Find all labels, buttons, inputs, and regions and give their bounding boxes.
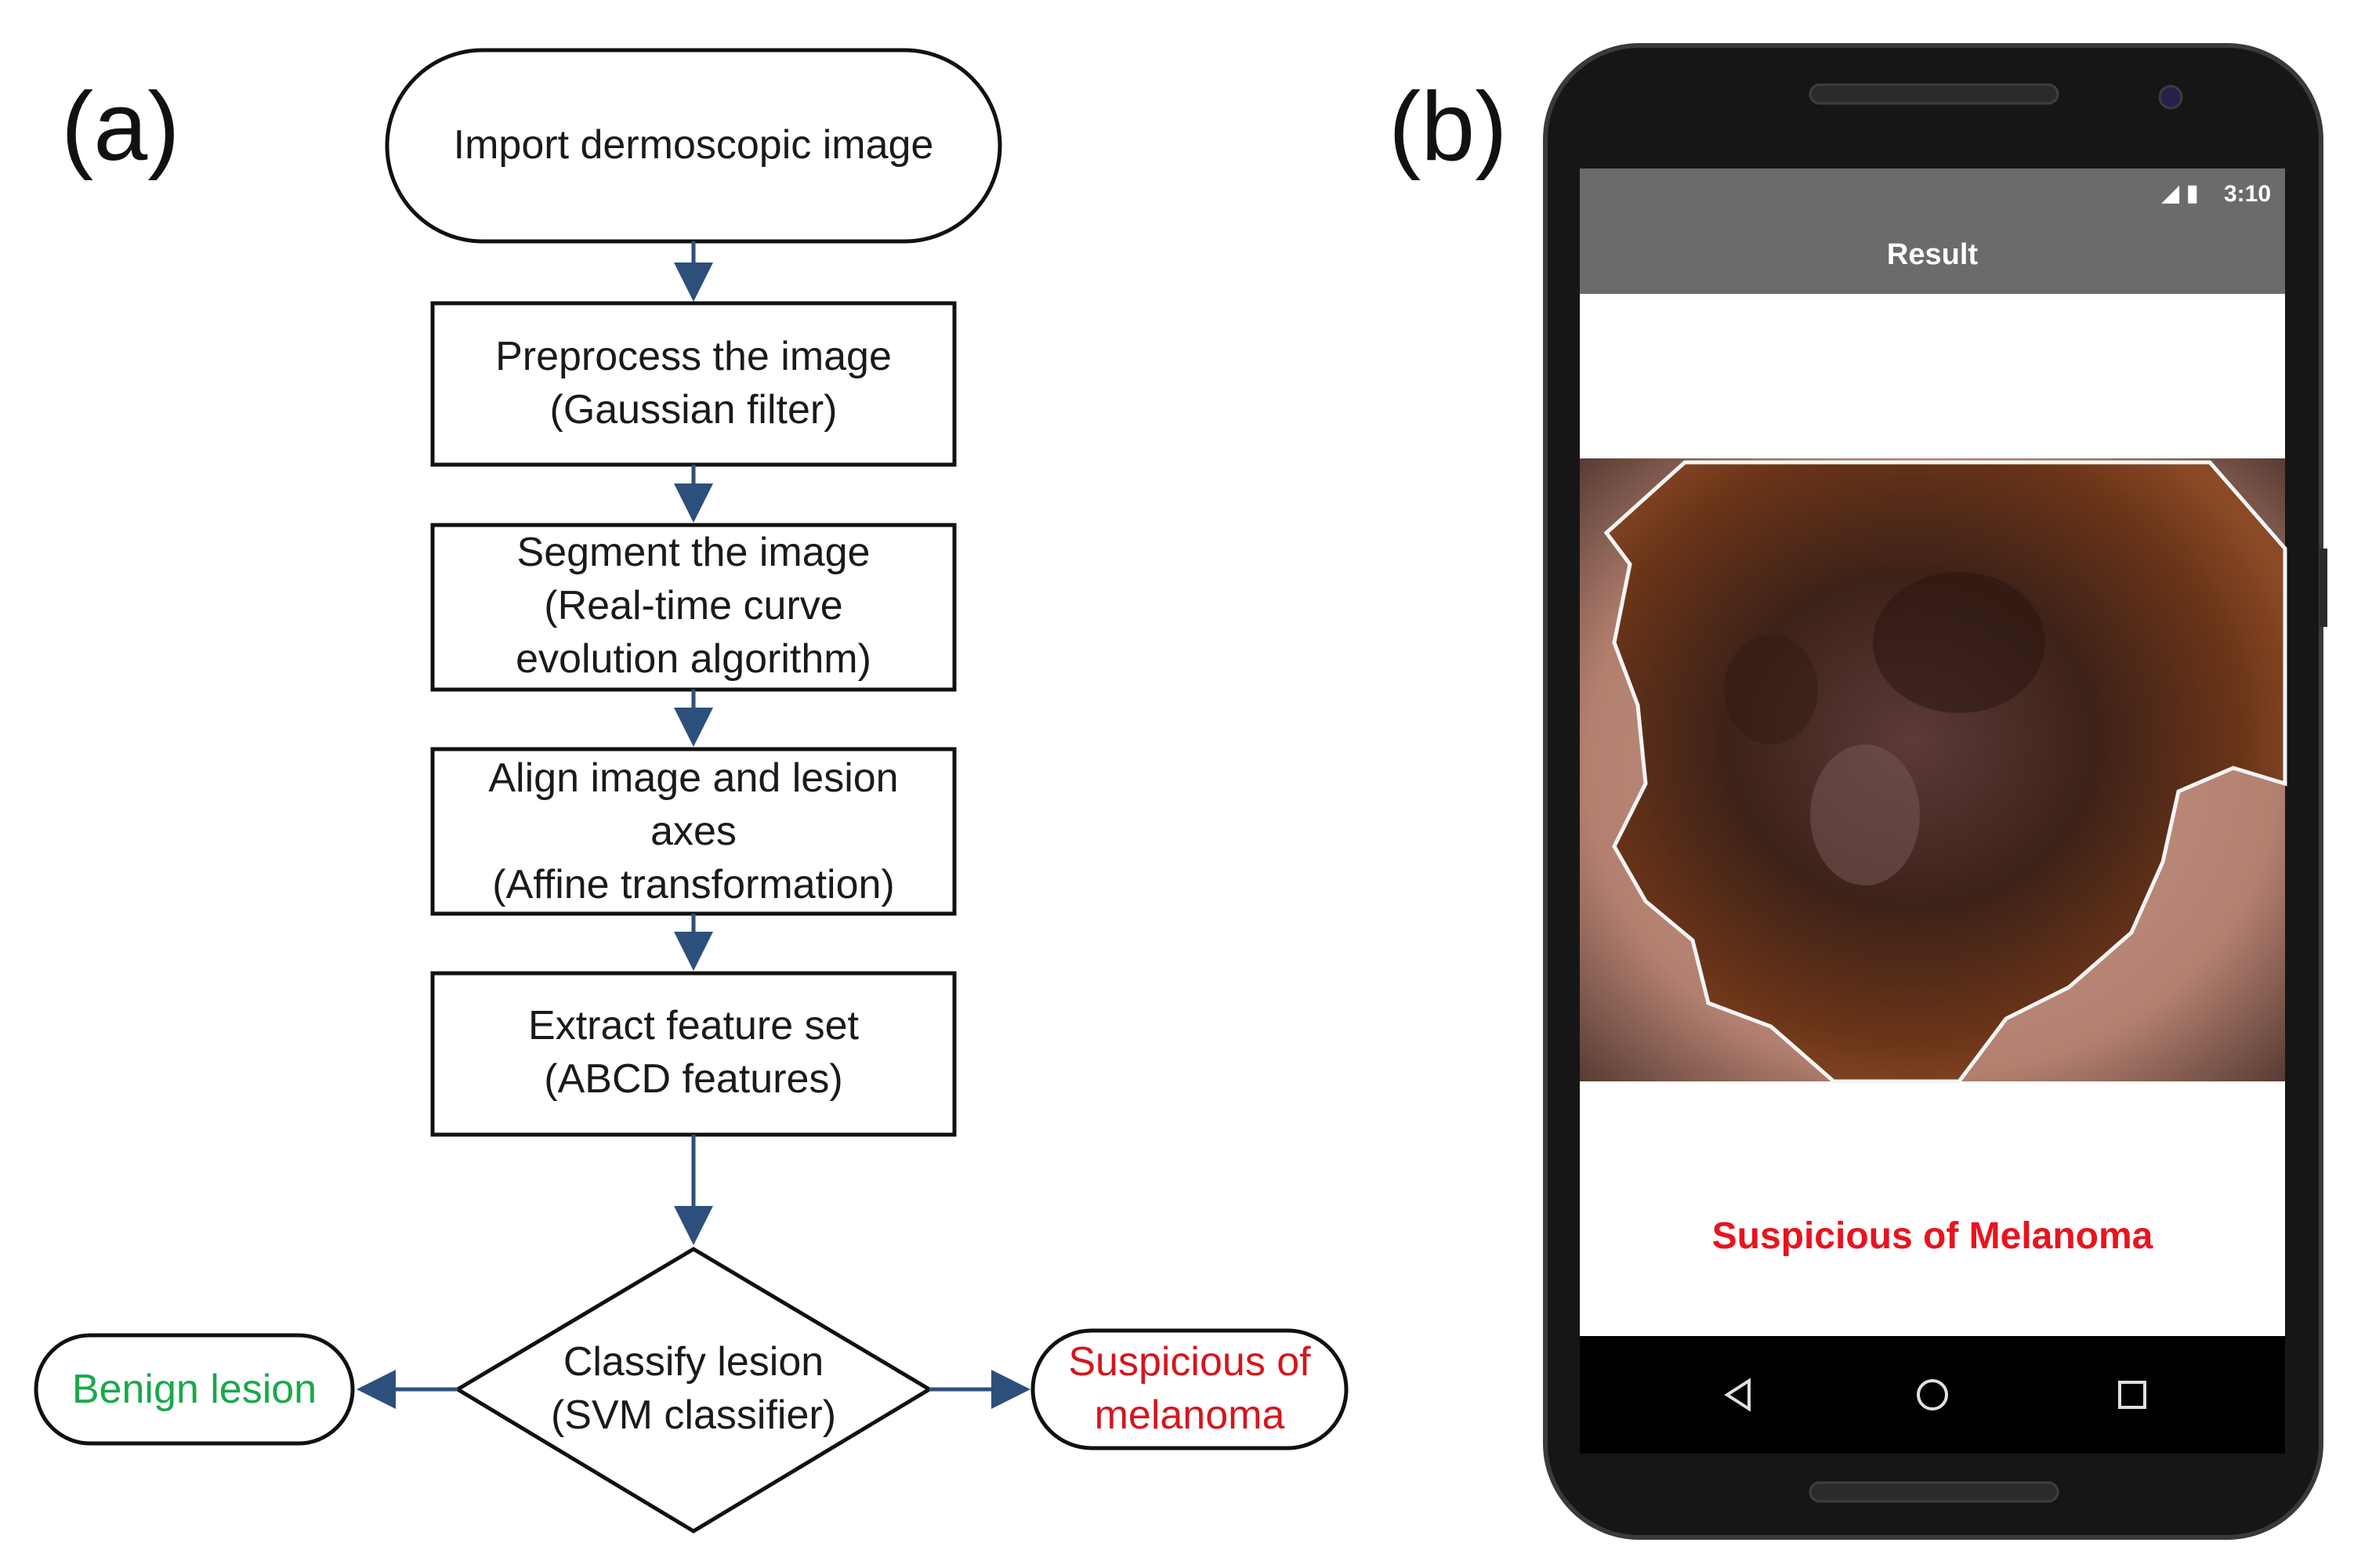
suspicious-line2: melanoma xyxy=(1095,1392,1285,1438)
step-align-line1: Align image and lesion xyxy=(488,755,898,801)
status-time: 3:10 xyxy=(2223,181,2271,207)
step-preprocess-line1: Preprocess the image xyxy=(495,334,892,379)
start-label: Import dermoscopic image xyxy=(454,122,934,168)
back-icon[interactable] xyxy=(1724,1378,1751,1412)
step-segment-line3: evolution algorithm) xyxy=(516,636,871,682)
app-bar xyxy=(1580,168,2285,294)
step-segment-line1: Segment the image xyxy=(517,530,871,575)
nav-bar xyxy=(1580,1336,2285,1454)
app-title: Result xyxy=(1886,238,1979,271)
recents-icon[interactable] xyxy=(2118,1381,2146,1409)
status-icons: ◢ ▮ xyxy=(2161,180,2199,206)
home-icon[interactable] xyxy=(1917,1379,1948,1410)
speaker-top xyxy=(1809,83,2059,105)
benign-label: Benign lesion xyxy=(72,1367,317,1412)
dermoscopic-image xyxy=(1580,458,2287,1084)
decision-line1: Classify lesion xyxy=(563,1339,824,1385)
decision-diamond xyxy=(454,1247,933,1534)
step-align-line2: axes xyxy=(650,809,737,854)
benign-terminal xyxy=(34,1333,355,1446)
front-camera xyxy=(2158,85,2183,110)
step-segment xyxy=(430,523,957,692)
decision-line2: (SVM classifier) xyxy=(551,1392,836,1438)
suspicious-line1: Suspicious of xyxy=(1068,1339,1311,1385)
step-extract-line2: (ABCD features) xyxy=(544,1056,842,1102)
panel-label-b: (b) xyxy=(1389,73,1508,181)
panel-label-a: (a) xyxy=(61,73,180,181)
step-segment-line2: (Real-time curve xyxy=(544,583,842,628)
step-preprocess-line2: (Gaussian filter) xyxy=(550,387,838,433)
step-extract-line1: Extract feature set xyxy=(528,1003,860,1048)
step-preprocess xyxy=(430,301,957,467)
side-button xyxy=(2320,549,2327,627)
step-align xyxy=(430,747,957,916)
step-align-line3: (Affine transformation) xyxy=(492,862,894,907)
suspicious-terminal xyxy=(1030,1328,1349,1450)
step-extract xyxy=(430,971,957,1137)
status-bar: ◢ ▮ 3:10 xyxy=(1580,168,2285,223)
result-text: Suspicious of Melanoma xyxy=(1711,1215,2153,1257)
speaker-bottom xyxy=(1809,1481,2059,1503)
